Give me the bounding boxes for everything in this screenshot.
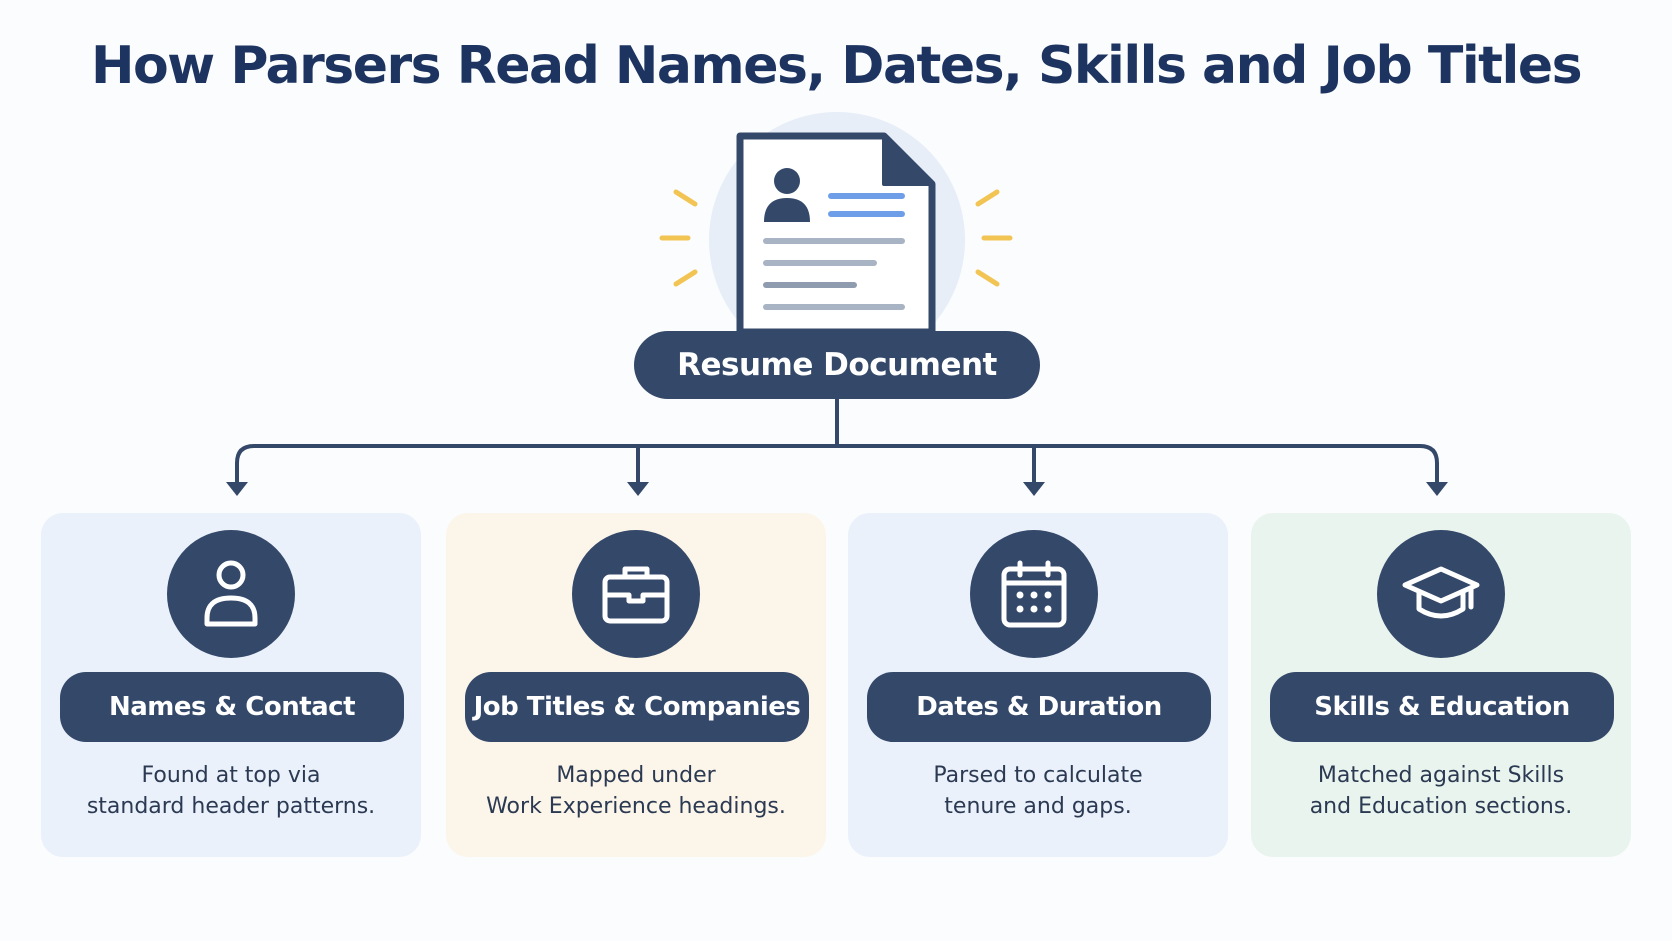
connector-arrowheads: [226, 482, 1448, 496]
diagram-title: How Parsers Read Names, Dates, Skills an…: [90, 36, 1583, 96]
card-skills-education: Skills & Education Matched against Skill…: [1251, 513, 1631, 857]
calendar-icon: [970, 530, 1098, 658]
card-description: Parsed to calculate tenure and gaps.: [933, 763, 1143, 819]
resume-document-label: Resume Document: [634, 331, 1040, 399]
connector-lines: [235, 398, 1439, 486]
sparkle-rays-right: [975, 189, 1013, 287]
card-title: Skills & Education: [1270, 672, 1614, 742]
arrow-to-skills: [1426, 482, 1448, 496]
sparkle-rays-left: [659, 189, 698, 287]
person-icon: [167, 530, 295, 658]
graduation-cap-icon: [1377, 530, 1505, 658]
arrow-to-names: [226, 482, 248, 496]
resume-document-icon: [736, 132, 936, 336]
card-title: Job Titles & Companies: [465, 672, 809, 742]
card-description: Found at top via standard header pattern…: [86, 763, 376, 819]
card-job-titles-companies: Job Titles & Companies Mapped under Work…: [446, 513, 826, 857]
card-description: Matched against Skills and Education sec…: [1309, 763, 1573, 819]
card-title: Dates & Duration: [867, 672, 1211, 742]
card-description: Mapped under Work Experience headings.: [486, 763, 786, 819]
arrow-to-job-titles: [627, 482, 649, 496]
briefcase-icon: [572, 530, 700, 658]
card-title: Names & Contact: [60, 672, 404, 742]
card-names-contact: Names & Contact Found at top via standar…: [41, 513, 421, 857]
card-dates-duration: Dates & Duration Parsed to calculate ten…: [848, 513, 1228, 857]
arrow-to-dates: [1023, 482, 1045, 496]
